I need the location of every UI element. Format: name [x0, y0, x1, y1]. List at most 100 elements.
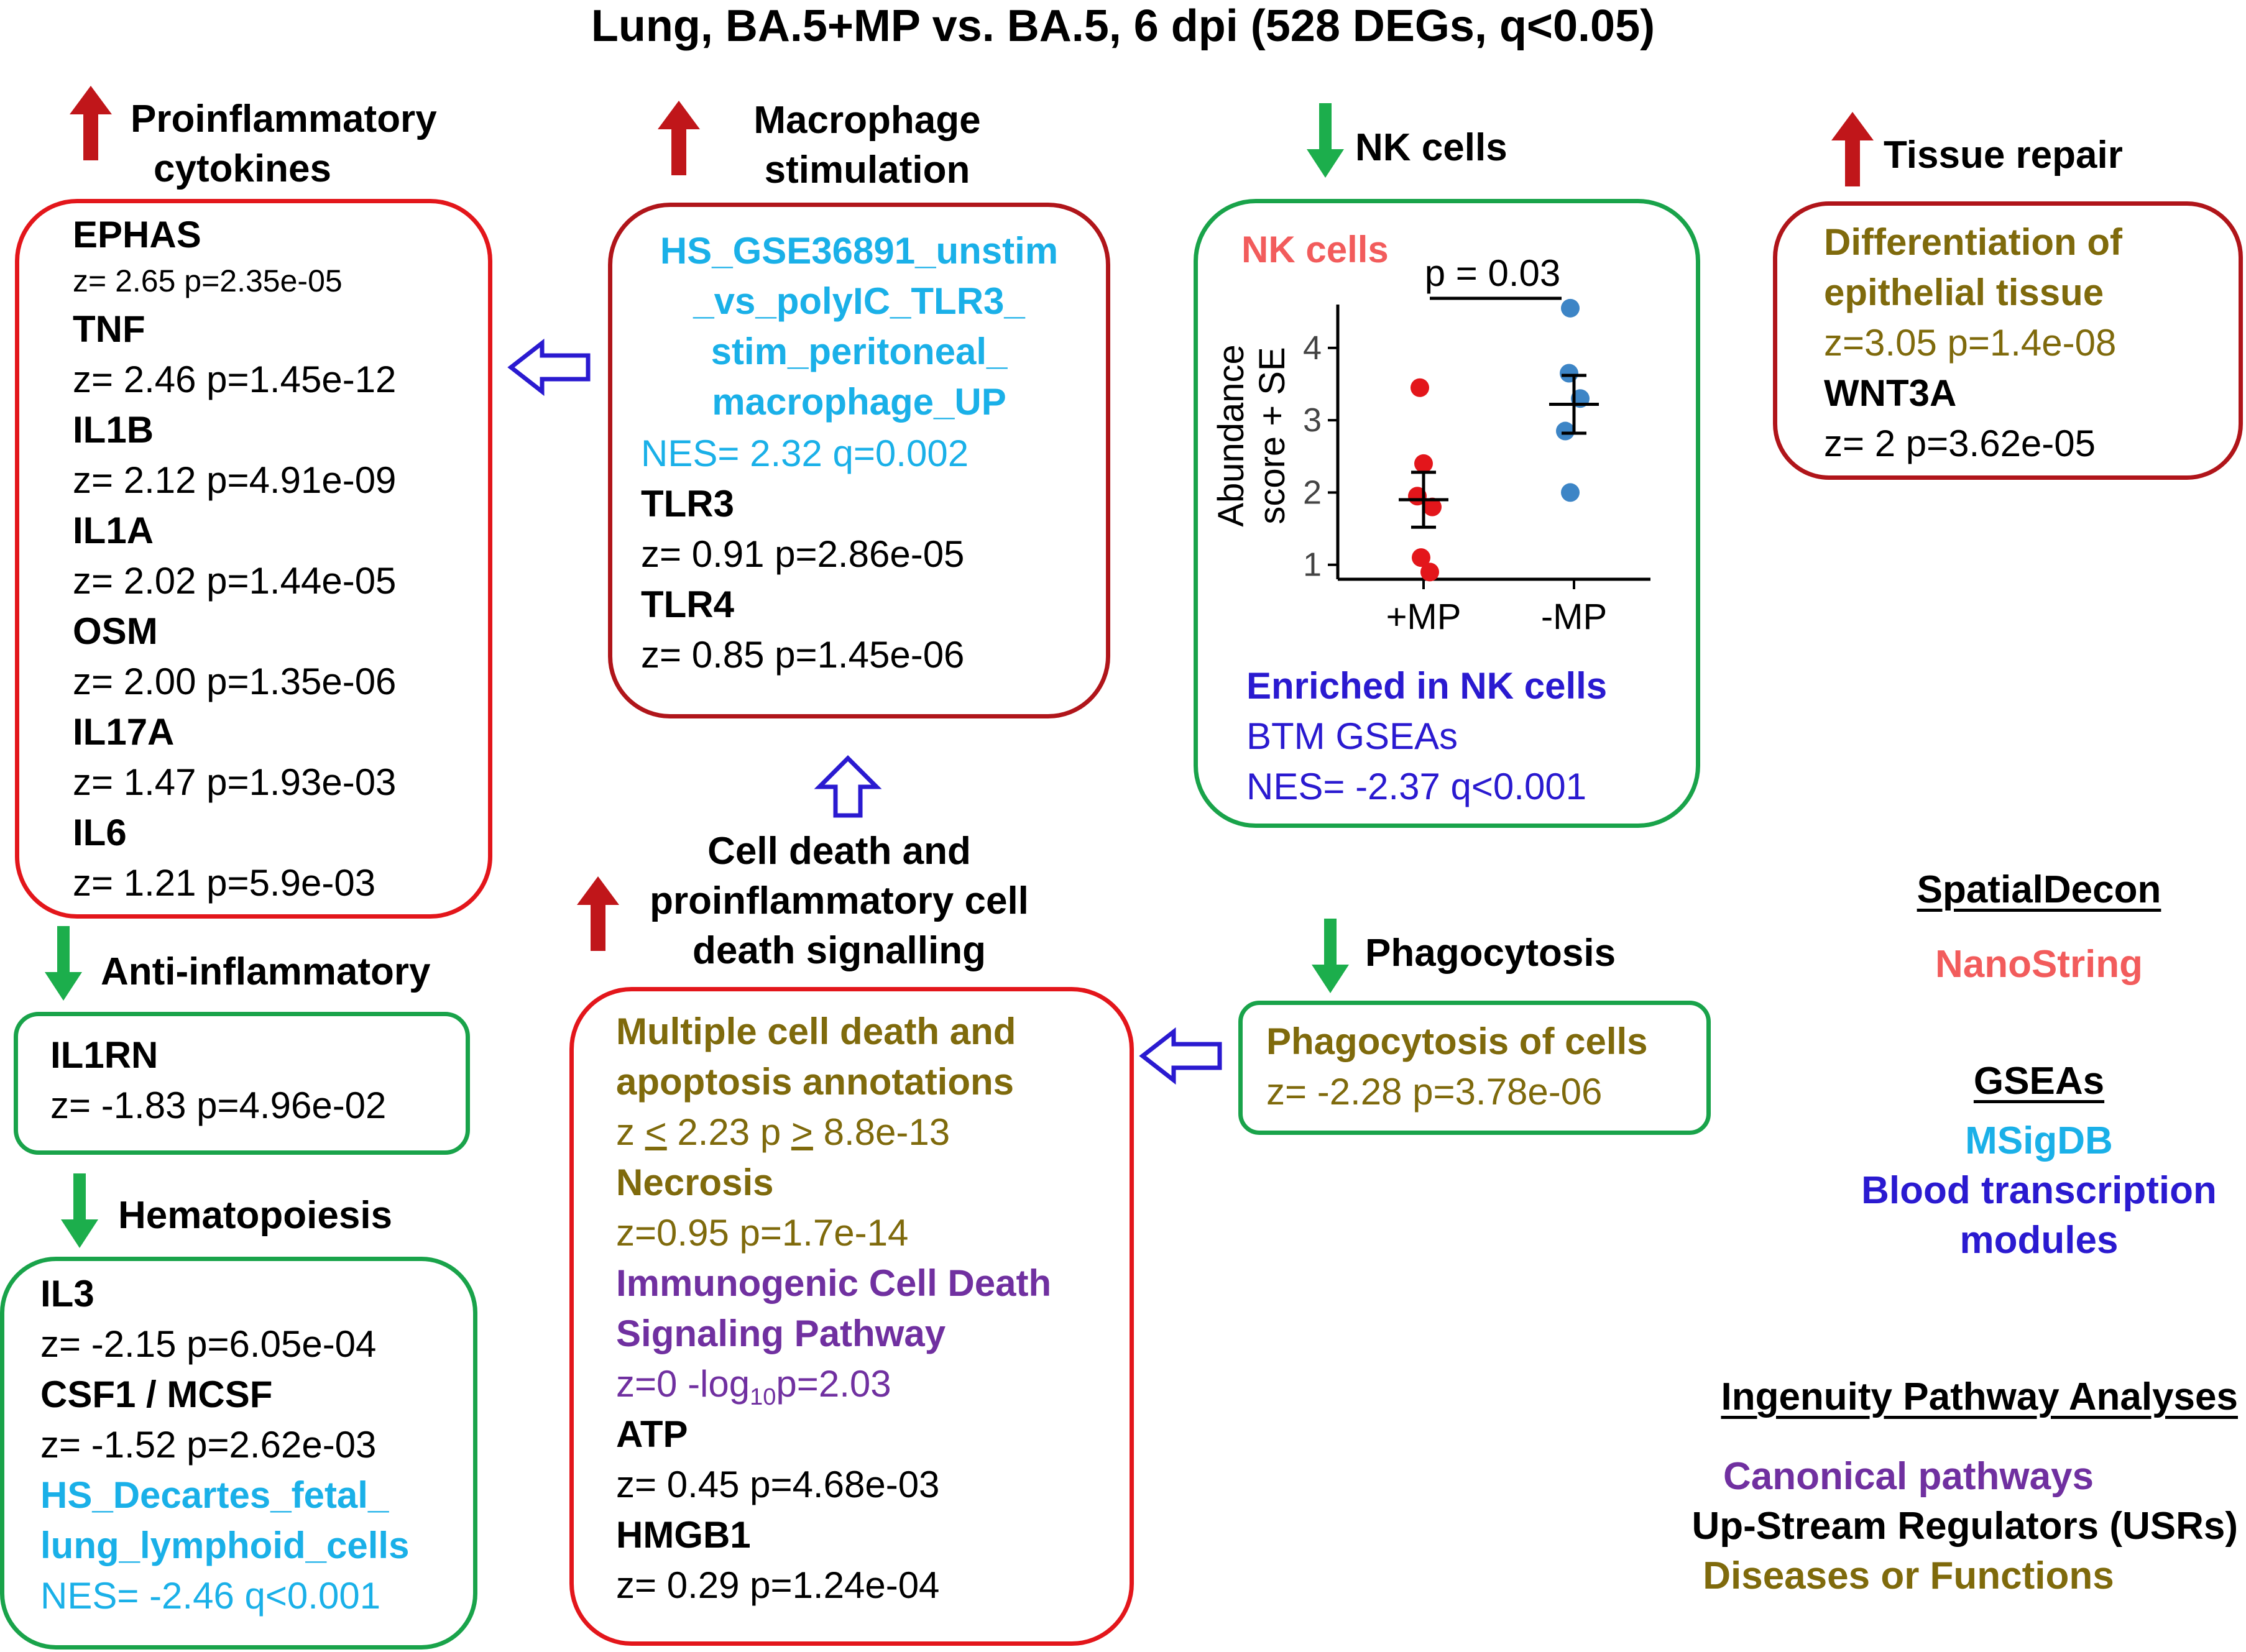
data-point [1412, 548, 1430, 567]
data-point [1561, 483, 1580, 502]
hematopoiesis-heading: Hematopoiesis [118, 1194, 393, 1237]
y-axis-label: score + SE [1252, 347, 1292, 524]
legend-spatialdecon: SpatialDecon [1917, 868, 2161, 911]
celldeath-multi-stats: z < 2.23 p > 8.8e-13 [616, 1111, 950, 1153]
nk-plot-title: NK cells [1241, 229, 1389, 270]
gene-stats: z= 2.02 p=1.44e-05 [73, 560, 397, 602]
gene-name: TNF [73, 308, 145, 350]
antiinflammatory-heading: Anti-inflammatory [101, 950, 431, 993]
data-point [1411, 378, 1429, 397]
hematopoiesis-gsea-name: HS_Decartes_fetal_ lung_lymphoid_cells [40, 1474, 410, 1566]
y-tick-label: 2 [1303, 474, 1322, 511]
data-point [1556, 421, 1575, 441]
gene-stats: z= 0.45 p=4.68e-03 [616, 1464, 940, 1505]
gene-name: IL1A [73, 510, 154, 551]
antiinflammatory-gene: IL1RN [50, 1034, 159, 1076]
gene-stats: z= 2.46 p=1.45e-12 [73, 359, 397, 400]
gene-name: HMGB1 [616, 1514, 751, 1556]
gene-name: TLR4 [641, 584, 734, 625]
gene-name: IL3 [40, 1273, 94, 1315]
legend-msigdb: MSigDB [1965, 1119, 2113, 1162]
y-axis-label: Abundance [1211, 344, 1251, 526]
gene-stats: z= -1.52 p=2.62e-03 [40, 1424, 377, 1466]
macrophage-gsea-name: HS_GSE36891_unstim _vs_polyIC_TLR3_ stim… [660, 230, 1059, 423]
up-arrow-icon [577, 876, 619, 951]
gene-name: IL6 [73, 812, 127, 853]
up-arrow-icon [658, 101, 700, 175]
gene-name: EPHAS [73, 214, 201, 255]
celldeath-necrosis-stats: z=0.95 p=1.7e-14 [616, 1212, 909, 1254]
nk-heading: NK cells [1355, 126, 1507, 169]
gene-name: TLR3 [641, 483, 734, 525]
celldeath-icd-pathway: Immunogenic Cell Death Signaling Pathway [616, 1262, 1052, 1354]
legend-diseases: Diseases or Functions [1703, 1554, 2114, 1597]
tissue-heading: Tissue repair [1884, 134, 2123, 177]
legend-canonical: Canonical pathways [1723, 1455, 2094, 1498]
data-point [1423, 497, 1442, 516]
celldeath-box: Multiple cell death and apoptosis annota… [569, 987, 1134, 1646]
tissue-stats: z=3.05 p=1.4e-08 [1824, 322, 2117, 364]
y-tick-label: 1 [1303, 546, 1322, 584]
down-arrow-icon [1312, 919, 1349, 993]
x-tick-label: -MP [1541, 597, 1607, 637]
phagocytosis-box: Phagocytosis of cells z= -2.28 p=3.78e-0… [1238, 1001, 1711, 1135]
figure-title: Lung, BA.5+MP vs. BA.5, 6 dpi (528 DEGs,… [591, 1, 1655, 51]
data-point [1420, 562, 1439, 582]
gene-stats: z= 2.00 p=1.35e-06 [73, 661, 397, 702]
down-arrow-icon [1307, 103, 1344, 178]
gene-name: CSF1 / MCSF [40, 1374, 273, 1415]
left-arrow-icon [507, 338, 591, 397]
y-tick-label: 4 [1303, 329, 1322, 367]
up-arrow-icon [70, 86, 112, 160]
legend-btm: Blood transcription modules [1861, 1169, 2217, 1262]
tissue-gene: WNT3A [1824, 372, 1957, 414]
antiinflammatory-stats: z= -1.83 p=4.96e-02 [50, 1085, 387, 1126]
hematopoiesis-nes: NES= -2.46 q<0.001 [40, 1575, 381, 1617]
up-hollow-arrow-icon [814, 755, 882, 818]
celldeath-multi-annotation: Multiple cell death and apoptosis annota… [616, 1011, 1016, 1103]
gene-stats: z= 2.65 p=2.35e-05 [73, 264, 343, 298]
celldeath-heading: Cell death and proinflammatory cell deat… [650, 830, 1029, 972]
gene-name: IL1B [73, 409, 154, 451]
gene-name: OSM [73, 610, 158, 652]
celldeath-necrosis: Necrosis [616, 1162, 774, 1203]
antiinflammatory-box: IL1RN z= -1.83 p=4.96e-02 [14, 1012, 470, 1155]
phagocytosis-stats: z= -2.28 p=3.78e-06 [1266, 1071, 1603, 1113]
legend-gseas: GSEAs [1973, 1060, 2105, 1103]
down-arrow-icon [61, 1173, 98, 1248]
tissue-gene-stats: z= 2 p=3.62e-05 [1824, 423, 2096, 464]
down-arrow-icon [45, 926, 82, 1001]
proinflammatory-heading: Proinflammatory cytokines [131, 98, 437, 190]
legend-nanostring: NanoString [1935, 943, 2143, 986]
gene-name: IL17A [73, 711, 175, 753]
legend-usr: Up-Stream Regulators (USRs) [1691, 1505, 2238, 1548]
nk-box: NK cells Enriched in NK cells BTM GSEAs … [1194, 199, 1700, 828]
up-arrow-icon [1831, 112, 1874, 186]
gene-stats: z= 1.47 p=1.93e-03 [73, 761, 397, 803]
phagocytosis-heading: Phagocytosis [1365, 932, 1616, 975]
phagocytosis-annotation: Phagocytosis of cells [1266, 1021, 1648, 1062]
gene-stats: z= -2.15 p=6.05e-04 [40, 1323, 377, 1365]
x-tick-label: +MP [1386, 597, 1461, 637]
left-arrow-icon [1139, 1027, 1222, 1085]
nk-btm-label: BTM GSEAs [1246, 715, 1458, 757]
legend-ipa: Ingenuity Pathway Analyses [1721, 1375, 2238, 1418]
tissue-box: Differentiation of epithelial tissue z=3… [1773, 201, 2243, 480]
y-tick-label: 3 [1303, 402, 1322, 439]
data-point [1414, 454, 1433, 473]
macrophage-nes: NES= 2.32 q=0.002 [641, 433, 969, 474]
gene-stats: z= 1.21 p=5.9e-03 [73, 862, 376, 904]
gene-name: ATP [616, 1413, 688, 1455]
pvalue-label: p = 0.03 [1425, 252, 1561, 294]
macrophage-box: HS_GSE36891_unstim _vs_polyIC_TLR3_ stim… [608, 203, 1110, 718]
gene-stats: z= 0.91 p=2.86e-05 [641, 533, 965, 575]
nk-nes: NES= -2.37 q<0.001 [1246, 766, 1587, 807]
nk-enriched-label: Enriched in NK cells [1246, 665, 1608, 707]
